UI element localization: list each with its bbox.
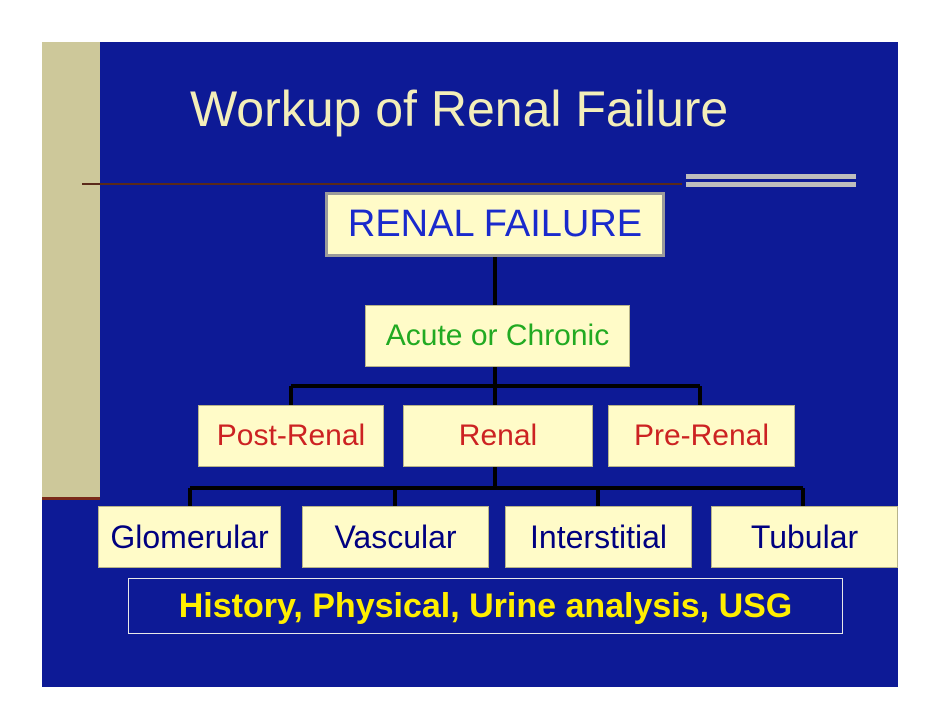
sidebar-divider xyxy=(42,497,100,500)
node-vascular: Vascular xyxy=(302,506,489,568)
node-renal: Renal xyxy=(403,405,593,467)
decorative-bars xyxy=(686,174,856,192)
slide-title: Workup of Renal Failure xyxy=(190,81,729,137)
node-interstitial: Interstitial xyxy=(505,506,692,568)
node-tubular: Tubular xyxy=(711,506,898,568)
node-acute-or-chronic: Acute or Chronic xyxy=(365,305,630,367)
node-glomerular: Glomerular xyxy=(98,506,281,568)
node-pre-renal: Pre-Renal xyxy=(608,405,795,467)
title-rule xyxy=(82,183,682,185)
footer-note: History, Physical, Urine analysis, USG xyxy=(128,578,843,634)
slide-background-lower xyxy=(42,500,100,687)
node-post-renal: Post-Renal xyxy=(198,405,384,467)
node-renal-failure: RENAL FAILURE xyxy=(325,192,665,257)
